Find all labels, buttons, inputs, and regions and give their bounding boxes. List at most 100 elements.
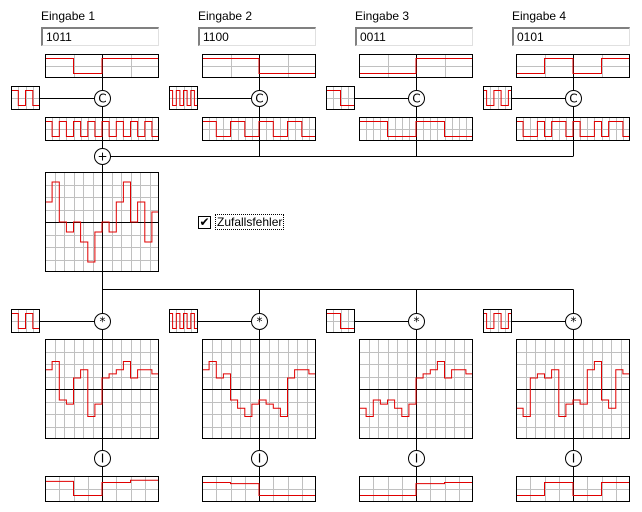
product-scope-4-frame-lines — [516, 339, 630, 439]
spread-scope-3-border — [359, 117, 473, 141]
spread-scope-1-signal — [45, 121, 159, 137]
input-field-2[interactable] — [198, 27, 316, 46]
code-scope-lower-3 — [326, 309, 355, 333]
sum-operator: + — [94, 148, 111, 165]
multiply-operator-4: * — [565, 313, 582, 330]
integrated-scope-4-border — [516, 476, 630, 502]
oscilloscope-panels — [11, 54, 630, 502]
sum-operator-circle — [94, 148, 111, 165]
integrated-scope-1-border — [45, 476, 159, 502]
product-scope-3-border — [359, 339, 473, 439]
integrated-scope-4-signal — [516, 482, 630, 496]
multiply-operator-3-circle — [408, 313, 425, 330]
integrated-scope-3-signal — [359, 482, 473, 496]
input-label-4: Eingabe 4 — [512, 9, 567, 23]
spread-scope-2 — [202, 117, 316, 141]
input-scope-1 — [45, 54, 159, 78]
spread-operator-1: C — [94, 90, 111, 107]
spread-operator-4: C — [565, 90, 582, 107]
spread-scope-1-border — [45, 117, 159, 141]
product-scope-4-border — [516, 339, 630, 439]
code-scope-lower-1-border — [11, 309, 40, 333]
code-scope-lower-4-border — [483, 309, 512, 333]
integrate-operator-1-circle — [94, 450, 111, 467]
code-scope-upper-4 — [483, 86, 512, 110]
integrated-scope-1 — [45, 476, 159, 502]
product-scope-2 — [202, 339, 316, 439]
integrated-scope-2-border — [202, 476, 316, 502]
spread-scope-2-border — [202, 117, 316, 141]
integrate-operator-4-circle — [565, 450, 582, 467]
code-scope-lower-2 — [169, 309, 198, 333]
multiply-operator-2: * — [251, 313, 268, 330]
integrate-operator-2-circle — [251, 450, 268, 467]
product-scope-1-border — [45, 339, 159, 439]
spread-scope-3-signal — [359, 121, 473, 137]
spread-operator-1-circle — [94, 90, 111, 107]
product-scope-4-signal — [516, 361, 630, 417]
sum-operator-symbol: + — [97, 150, 107, 164]
spread-scope-3 — [359, 117, 473, 141]
code-scope-upper-3 — [326, 86, 355, 110]
spread-operator-4-circle — [565, 90, 582, 107]
spread-scope-4 — [516, 117, 630, 141]
integrated-scope-3-border — [359, 476, 473, 502]
code-scope-upper-3-signal — [326, 90, 355, 106]
spread-operator-4-symbol: C — [569, 92, 577, 106]
sum-scope-border — [45, 172, 159, 272]
spread-scope-1 — [45, 117, 159, 141]
input-field-3[interactable] — [355, 27, 473, 46]
input-field-4[interactable] — [512, 27, 630, 46]
integrated-scope-2-signal — [202, 482, 316, 496]
code-scope-upper-3-border — [326, 86, 355, 110]
noise-checkbox-label: Zufallsfehler — [215, 214, 285, 230]
product-scope-2-signal — [202, 361, 316, 417]
code-scope-lower-1 — [11, 309, 40, 333]
input-scope-2-signal — [202, 58, 316, 74]
input-scope-3-signal — [359, 58, 473, 74]
integrate-operator-3-symbol: I — [415, 452, 419, 466]
product-scope-1-signal — [45, 361, 159, 417]
code-scope-lower-4-signal — [483, 313, 512, 329]
spread-operator-3: C — [408, 90, 425, 107]
product-scope-3-signal — [359, 361, 473, 417]
integrate-operator-4: I — [565, 450, 582, 467]
integrated-scope-1-signal — [45, 479, 159, 496]
input-scope-3 — [359, 54, 473, 78]
code-scope-lower-3-border — [326, 309, 355, 333]
input-scope-1-border — [45, 54, 159, 78]
product-scope-1 — [45, 339, 159, 439]
integrate-operator-2: I — [251, 450, 268, 467]
code-scope-lower-2-border — [169, 309, 198, 333]
connection-wires — [40, 78, 574, 476]
integrate-operator-1: I — [94, 450, 111, 467]
integrate-operator-2-symbol: I — [258, 452, 262, 466]
multiply-operator-1-symbol: * — [100, 315, 106, 329]
integrated-scope-2 — [202, 476, 316, 502]
integrate-operator-1-symbol: I — [101, 452, 105, 466]
noise-checkbox-box[interactable]: ✔ — [198, 214, 211, 229]
input-scope-4-border — [516, 54, 630, 78]
code-scope-upper-4-border — [483, 86, 512, 110]
integrate-operator-3-circle — [408, 450, 425, 467]
multiply-operator-3-symbol: * — [414, 315, 420, 329]
spread-operator-2-symbol: C — [255, 92, 263, 106]
input-field-1[interactable] — [41, 27, 159, 46]
multiply-operator-1: * — [94, 313, 111, 330]
integrated-scope-4-grid — [516, 476, 630, 502]
code-scope-upper-1-border — [11, 86, 40, 110]
operator-nodes: C * I C * I C * I C * I + — [94, 90, 582, 467]
input-label-2: Eingabe 2 — [198, 9, 253, 23]
spread-scope-2-signal — [202, 121, 316, 137]
spread-scope-4-signal — [516, 121, 630, 137]
product-scope-3 — [359, 339, 473, 439]
code-scope-upper-2 — [169, 86, 198, 110]
code-scope-lower-3-signal — [326, 313, 355, 329]
code-scope-upper-2-signal — [169, 90, 198, 106]
input-scope-3-border — [359, 54, 473, 78]
code-scope-upper-1-signal — [11, 90, 40, 106]
noise-checkbox[interactable]: ✔ Zufallsfehler — [198, 214, 285, 230]
input-scope-2 — [202, 54, 316, 78]
spread-operator-2-circle — [251, 90, 268, 107]
multiply-operator-4-symbol: * — [571, 315, 577, 329]
